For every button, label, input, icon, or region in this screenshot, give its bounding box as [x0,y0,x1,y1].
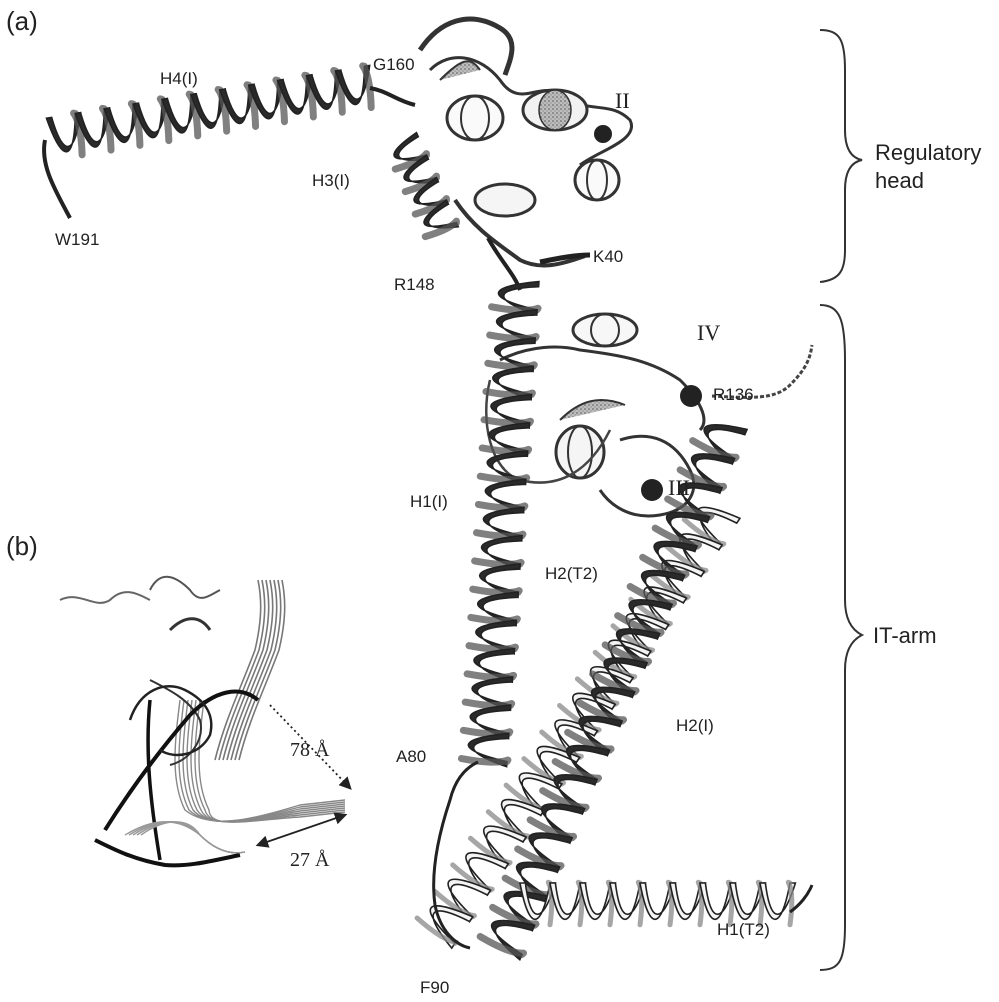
h4i-to-g160-loop [370,88,415,105]
ensemble-trace [60,592,150,603]
label-iv: IV [697,320,720,345]
ensemble-trace [125,822,245,853]
region-regulatory-head-line2: head [875,168,924,193]
ensemble-trace [219,580,265,760]
ensemble-trace [235,580,281,760]
helix-h4i [46,65,371,154]
ensemble-trace [239,580,285,760]
label-r148: R148 [394,275,435,294]
label-h1i: H1(I) [410,492,448,511]
ensemble-trace [215,580,261,760]
ensemble-trace [129,822,245,853]
it-arm-brace [820,305,862,970]
label-h3i: H3(I) [312,171,350,190]
distance-78-label: 78 Å [290,739,330,761]
site-iv-calcium-ion [680,385,702,407]
h1i-back [461,759,507,763]
site-ii-calcium-ion [594,125,612,143]
r148-linker [488,238,520,290]
label-ii: II [615,88,630,113]
ensemble-trace [150,577,220,598]
region-it-arm: IT-arm [873,623,937,648]
h3i-back [425,221,456,236]
helix-h1i [461,282,538,767]
h1t2-back [788,882,791,925]
ensemble-trace [227,580,273,760]
region-regulatory-head-line1: Regulatory [875,140,981,165]
distance-27-label: 27 Å [290,849,330,871]
regulatory-head-brace [820,30,862,282]
label-k40: K40 [593,247,623,266]
label-g160: G160 [373,55,415,74]
label-h2i: H2(I) [676,716,714,735]
label-a80: A80 [396,747,426,766]
h2t2-back [417,918,457,943]
helix-h1t2 [520,882,795,925]
helix-h3i [394,133,458,237]
label-f90: F90 [420,978,449,997]
ensemble-overlay [60,577,345,866]
ensemble-trace [133,822,245,853]
panel-b-label: (b) [6,531,38,561]
ensemble-trace [231,580,277,760]
ensemble-trace [148,700,160,860]
label-h4i: H4(I) [160,69,198,88]
label-r136: R136 [713,385,754,404]
label-iii: III [668,475,690,500]
ensemble-trace [223,580,269,760]
regulatory-head-domain [430,58,632,266]
ensemble-trace [170,619,210,630]
label-h2t2: H2(T2) [545,564,598,583]
site-iii-calcium-ion [641,479,663,501]
ensemble-trace [95,840,240,865]
site-iii-iv-domain [486,314,812,516]
panel-a-label: (a) [6,6,38,36]
label-h1t2: H1(T2) [717,920,770,939]
label-w191: W191 [55,230,99,249]
